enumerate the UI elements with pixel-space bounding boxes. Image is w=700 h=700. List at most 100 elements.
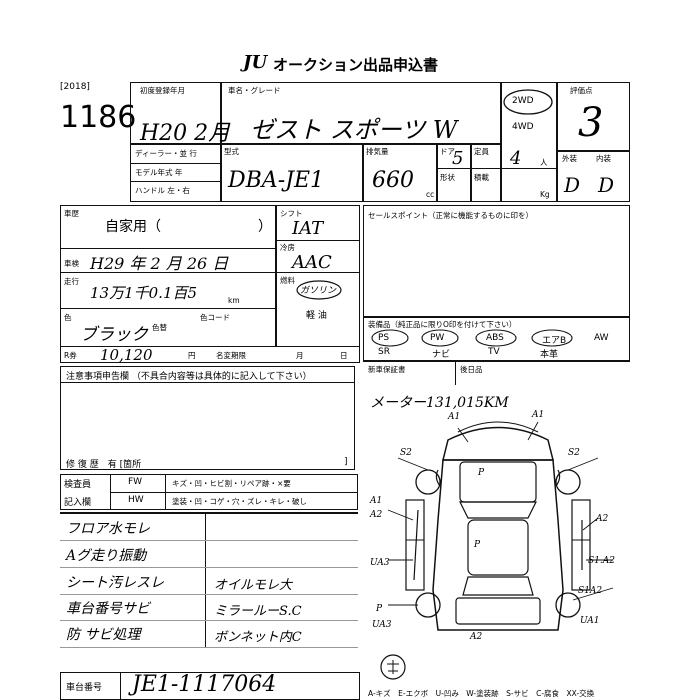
recycle-label: R券 bbox=[64, 351, 77, 360]
doors-label: ドア bbox=[440, 147, 455, 156]
diagram-label-ua1: UA1 bbox=[580, 616, 600, 626]
inspection-value: H29 年 2 月 26 日 bbox=[90, 254, 229, 273]
equip-leather: 本革 bbox=[540, 350, 559, 360]
mileage-value: 13万1千0.1百5 bbox=[90, 284, 198, 302]
chassis-value: JE1-1117064 bbox=[132, 672, 277, 697]
equip-aw: AW bbox=[594, 333, 609, 343]
sales-point-box bbox=[363, 205, 630, 317]
entry-label: 記入欄 bbox=[64, 498, 92, 508]
diagram-label-p-hood: P bbox=[478, 468, 485, 478]
remark-right-1: オイルモレ大 bbox=[214, 578, 293, 593]
mileage-unit: km bbox=[228, 296, 240, 305]
wheel-rear-left-icon bbox=[415, 592, 441, 618]
top-block bbox=[130, 82, 630, 202]
notes-box bbox=[60, 366, 355, 470]
diagram-label-a1-right: A1 bbox=[532, 410, 545, 420]
seats-value: 4 bbox=[510, 148, 522, 169]
diagram-label-a2-bottom: A2 bbox=[470, 632, 483, 642]
model-year-label: モデル年式 年 bbox=[135, 168, 183, 177]
diagram-label-ua3-rear: UA3 bbox=[372, 620, 392, 630]
inspector-label: 検査員 bbox=[64, 480, 92, 490]
fw-label: FW bbox=[128, 477, 143, 487]
interior-label: 内装 bbox=[596, 154, 611, 163]
vehicle-info-block bbox=[60, 205, 360, 363]
fw-items: キズ・凹・ヒビ割・リペア跡・×要 bbox=[172, 479, 291, 488]
later-label: 後日品 bbox=[460, 365, 483, 374]
diagram-label-p-rear: P bbox=[376, 604, 383, 614]
diagram-label-a1-side: A1 bbox=[370, 496, 383, 506]
diagram-label-a1-left: A1 bbox=[448, 412, 461, 422]
dealer-label: ディーラー・並 行 bbox=[135, 149, 197, 158]
equip-navi: ナビ bbox=[432, 350, 451, 360]
color-change-label: 色替 bbox=[152, 323, 167, 332]
doors-value: 5 bbox=[452, 148, 464, 169]
name-change-month: 月 bbox=[296, 351, 304, 360]
equip-tv: TV bbox=[488, 347, 500, 357]
damage-legend: A-キズ E-エクボ U-凹み W-塗装跡 S-サビ C-腐食 XX-交換 bbox=[368, 689, 595, 698]
rating-label: 評価点 bbox=[570, 86, 593, 95]
hw-items: 塗装・凹・コゲ・穴・ズレ・キレ・破し bbox=[172, 497, 307, 506]
wheel-rear-right-icon bbox=[555, 592, 581, 618]
seats-unit: 人 bbox=[540, 158, 548, 167]
remark-5: 防 サビ処理 bbox=[66, 627, 141, 643]
shift-label: シフト bbox=[280, 209, 303, 218]
chassis-label: 車台番号 bbox=[66, 683, 103, 693]
usage-value: 自家用（ bbox=[105, 219, 161, 235]
recycle-value: 10,120 bbox=[100, 346, 153, 364]
car-front-outline bbox=[442, 426, 554, 461]
ac-label: 冷房 bbox=[280, 243, 295, 252]
inspection-label: 車検 bbox=[64, 259, 79, 268]
repair-label: 修 復 歴 有 [箇所 bbox=[66, 460, 142, 470]
exterior-value: D bbox=[564, 173, 581, 197]
remark-1: フロア水モレ bbox=[66, 521, 150, 537]
load-label: 積載 bbox=[474, 173, 489, 182]
reg-value: H20 2月 bbox=[140, 121, 231, 146]
notes-label: 注意事項申告欄 （不具合内容等は具体的に記入して下さい） bbox=[66, 372, 312, 382]
drive-circle-icon bbox=[503, 89, 553, 115]
ac-value: AAC bbox=[292, 252, 332, 273]
color-value: ブラック bbox=[80, 325, 148, 345]
drive-2wd: 2WD bbox=[512, 96, 534, 106]
diagram-label-ua3-left: UA3 bbox=[370, 558, 390, 568]
car-diagram bbox=[387, 421, 614, 631]
model-value: DBA-JE1 bbox=[228, 168, 325, 193]
remark-4: 車台番号サビ bbox=[66, 601, 150, 617]
fuel-value: ガソリン bbox=[300, 286, 337, 296]
equip-airbag: エアB bbox=[542, 336, 567, 346]
diagram-label-a2-right: A2 bbox=[596, 514, 609, 524]
color-code-label: 色コード bbox=[200, 313, 230, 322]
repair-close: ] bbox=[344, 457, 348, 467]
remark-2: Aグ走り振動 bbox=[66, 548, 147, 564]
car-body-outline bbox=[432, 459, 564, 631]
form-title: オークション出品申込書 bbox=[273, 56, 439, 74]
name-change-label: 名変期限 bbox=[216, 351, 246, 360]
equipment-label: 装備品（純正品に限りO印を付けて下さい） bbox=[368, 320, 517, 329]
exterior-label: 外装 bbox=[562, 154, 577, 163]
diagram-label-s2-left: S2 bbox=[400, 448, 412, 458]
diagram-label-s1a2-rear: S1A2 bbox=[578, 586, 603, 596]
seats-label: 定員 bbox=[474, 147, 489, 156]
equip-ps: PS bbox=[378, 333, 390, 343]
auction-logo: JU bbox=[243, 52, 268, 73]
disp-value: 660 bbox=[372, 168, 414, 193]
car-name-value: ゼスト スポーツ W bbox=[250, 116, 458, 144]
sales-point-label: セールスポイント（正常に機能するものに印を） bbox=[368, 211, 533, 220]
fuel-diesel: 軽 油 bbox=[306, 311, 327, 321]
recycle-unit: 円 bbox=[188, 351, 196, 360]
usage-label: 車歴 bbox=[64, 209, 79, 218]
odometer-note: メーター131,015KM bbox=[370, 395, 509, 411]
interior-value: D bbox=[598, 173, 615, 197]
diagram-label-s2-right: S2 bbox=[568, 448, 580, 458]
fuel-circle-icon bbox=[296, 280, 342, 300]
diagram-label-a2-side: A2 bbox=[370, 510, 383, 520]
handle-label: ハンドル 左・右 bbox=[135, 186, 190, 195]
usage-close: ） bbox=[258, 219, 272, 235]
color-label: 色 bbox=[64, 313, 72, 322]
disp-unit: cc bbox=[426, 190, 435, 199]
rating-value: 3 bbox=[578, 100, 604, 146]
disp-label: 排気量 bbox=[366, 147, 389, 156]
remark-right-3: ボンネット内C bbox=[214, 630, 302, 645]
remark-right-2: ミラールーS.C bbox=[214, 604, 302, 619]
reg-label: 初度登録年月 bbox=[140, 86, 185, 95]
name-change-day: 日 bbox=[340, 351, 348, 360]
